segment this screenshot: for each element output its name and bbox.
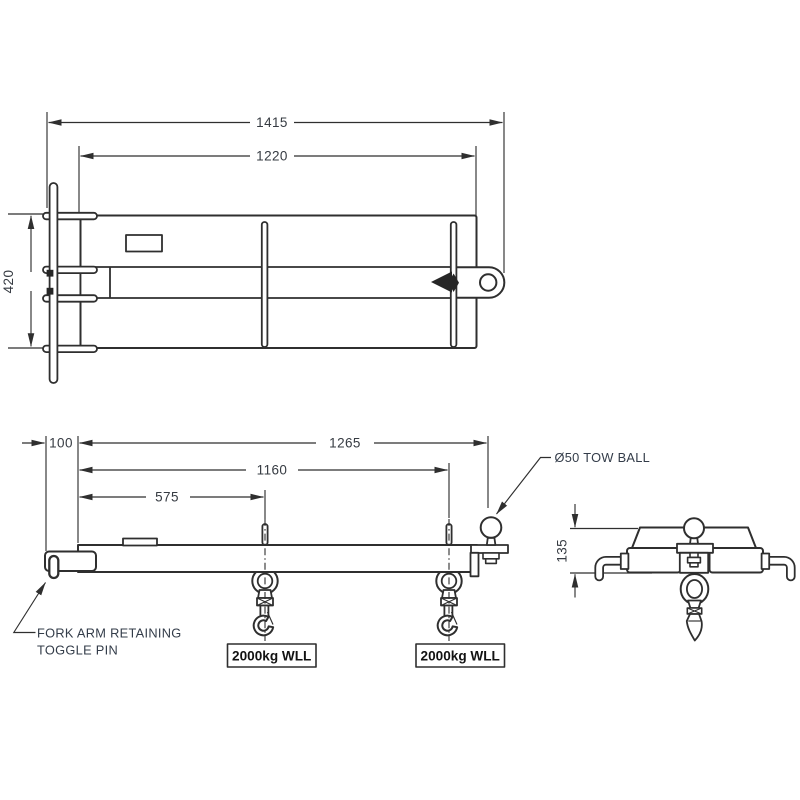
leader-line <box>12 582 46 634</box>
tow-ball-label: Ø50 TOW BALL <box>555 450 651 465</box>
jib-beam-side <box>77 544 478 573</box>
toggle-pin-label-line1: FORK ARM RETAINING <box>37 626 182 641</box>
dim-inner-length: 1220 <box>256 149 288 164</box>
plan-view: 1415 1220 420 <box>1 112 506 384</box>
hook-body <box>436 614 459 637</box>
wll-text-rear: 2000kg WLL <box>421 649 500 664</box>
toggle-pin-handle-right-inner <box>758 557 794 580</box>
tow-ball-callout: Ø50 TOW BALL <box>496 450 651 515</box>
fork-pocket-right <box>708 547 764 574</box>
end-view: 135 <box>555 504 796 642</box>
toggle-pin-handle-left-inner <box>596 557 632 580</box>
swivel-link-end <box>687 599 702 609</box>
lifting-eye-hole <box>479 273 498 292</box>
name-plate <box>125 234 163 253</box>
side-view-dimensions: 100 1265 1160 575 <box>22 436 489 551</box>
wll-labels: 2000kg WLL 2000kg WLL <box>226 643 506 668</box>
dim-tow-ball: 1265 <box>329 436 361 451</box>
dim-width: 420 <box>1 270 16 294</box>
tow-ball-washer <box>484 557 498 565</box>
shackle-loop-inner-end <box>686 579 704 599</box>
safety-latch <box>450 611 458 625</box>
name-plate-side <box>122 537 158 547</box>
dim-front-hook: 575 <box>155 490 179 505</box>
dim-rear-hook: 1160 <box>257 463 288 478</box>
pin-head <box>46 269 54 277</box>
hook-body <box>252 614 275 637</box>
ball-nut-end <box>686 556 702 564</box>
toggle-pin-plan <box>48 182 59 384</box>
hook-front-view <box>685 613 703 642</box>
tow-ball-plate <box>470 544 509 554</box>
dim-pin-offset: 100 <box>49 436 73 451</box>
tow-ball-plate-end <box>676 542 714 554</box>
pin-diamond <box>448 273 459 292</box>
leader-line <box>496 456 551 515</box>
ball-washer-end <box>689 561 699 568</box>
wll-text-front: 2000kg WLL <box>232 649 311 664</box>
beam-end-plate <box>469 551 480 578</box>
tow-ball <box>479 516 503 539</box>
plan-view-body <box>42 182 506 384</box>
side-view-body <box>44 516 509 641</box>
pin-flange-left <box>619 552 630 570</box>
safety-latch <box>266 611 274 625</box>
wll-box-rear <box>415 643 506 668</box>
plan-view-dimensions: 1415 1220 420 <box>1 112 505 349</box>
end-view-dimensions: 135 <box>555 504 652 598</box>
side-view: 100 1265 1160 575 <box>12 436 651 668</box>
toggle-pin-label-line2: TOGGLE PIN <box>37 643 118 658</box>
tow-ball-nut <box>482 552 500 560</box>
tow-ball-neck <box>485 536 497 546</box>
end-view-body <box>594 517 796 642</box>
dim-overall-length: 1415 <box>256 115 288 130</box>
pointer-arrow <box>431 271 452 293</box>
fork-pocket-left <box>626 547 682 574</box>
cross-rib <box>260 221 269 348</box>
wll-box-front <box>226 643 317 668</box>
tow-ball-end <box>683 517 705 540</box>
dim-height: 135 <box>555 539 570 563</box>
pin-head <box>46 287 54 295</box>
collar-hatch <box>687 607 702 615</box>
pin-flange-right <box>760 552 771 570</box>
toggle-pin-side <box>48 554 60 580</box>
collar-hatch <box>256 597 274 607</box>
collar-hatch <box>440 597 458 607</box>
toggle-pin-callout: FORK ARM RETAINING TOGGLE PIN <box>12 582 182 658</box>
